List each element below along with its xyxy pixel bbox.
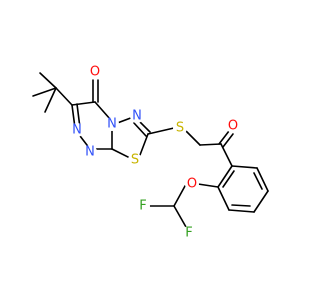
bond-tbu-methyl-left — [32, 87, 57, 97]
atom-o-carbonyl-ring-label: O — [90, 65, 100, 80]
atom-s-thioether-label: S — [176, 121, 184, 136]
bond-benz-5 — [217, 186, 230, 211]
atom-n4: N — [83, 145, 97, 160]
bond-ketone-aryl — [220, 143, 233, 167]
atom-o-ether: O — [185, 177, 199, 192]
bond-c4-n4a — [94, 101, 111, 120]
bond-benz-2 — [256, 167, 269, 192]
atom-n4-label: N — [85, 145, 95, 160]
atom-n3: N — [70, 123, 84, 138]
bond-ch2-ketone — [199, 143, 222, 146]
atom-n3-label: N — [72, 123, 82, 138]
atom-n-thiadiazole: N — [130, 109, 144, 124]
bond-ketone-o-double-a — [218, 130, 230, 145]
atom-s-ring: S — [128, 153, 142, 168]
bond-benz-inner-1 — [253, 172, 263, 190]
bond-tbu-methyl-top — [39, 72, 57, 89]
bond-benz-1 — [231, 165, 258, 169]
bond-c7-s-ring — [139, 133, 149, 156]
bond-benz-3 — [253, 190, 269, 213]
bond-tbu-to-ring — [55, 87, 73, 106]
atom-f1-label: F — [139, 199, 146, 214]
bond-ketone-o-double-b — [222, 133, 234, 148]
atom-s-ring-label: S — [131, 153, 139, 168]
molecule-structure-diagram: O N N N N S S O — [32, 65, 269, 241]
atom-o-ketone: O — [226, 119, 240, 134]
atom-o-ketone-label: O — [228, 119, 238, 134]
atom-f2: F — [182, 226, 196, 241]
bond-n-c7-double-b — [133, 122, 147, 137]
bond-s-ch2 — [183, 128, 201, 146]
atom-o-carbonyl-ring: O — [88, 65, 102, 80]
atom-f1: F — [136, 199, 150, 214]
bonds — [32, 72, 269, 228]
bond-benz-inner-2 — [231, 204, 251, 207]
bond-benz-4 — [228, 209, 255, 213]
bond-benz-6 — [217, 165, 233, 188]
atom-f2-label: F — [185, 226, 192, 241]
atom-o-ether-label: O — [187, 177, 197, 192]
bond-benz-inner-3 — [222, 170, 235, 188]
atom-labels: O N N N N S S O — [70, 65, 240, 241]
atom-n-thiadiazole-label: N — [132, 109, 142, 124]
bond-aryl-o-ether — [197, 183, 219, 188]
bond-c3-c4 — [71, 101, 96, 106]
atom-n5-label: N — [107, 117, 117, 132]
atom-s-thioether: S — [173, 121, 187, 136]
bond-s-ring-c8a — [111, 148, 131, 159]
atom-n5: N — [105, 117, 119, 132]
bond-o-chf2 — [173, 185, 186, 207]
bond-chf2-f2 — [173, 205, 187, 228]
bond-tbu-methyl-bottom — [44, 87, 57, 113]
bond-c7-s-thioether — [147, 127, 175, 135]
